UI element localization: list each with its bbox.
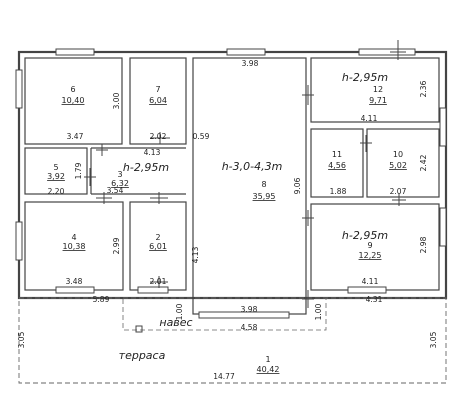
room-area: 10,40 bbox=[62, 96, 85, 105]
room-number: 8 bbox=[261, 180, 266, 189]
window bbox=[137, 286, 169, 294]
dimension-label: 1.79 bbox=[74, 162, 83, 179]
dimension-label: 2.36 bbox=[419, 80, 428, 97]
dimension-label: 4.13 bbox=[144, 148, 161, 157]
canopy-outline bbox=[122, 297, 327, 331]
room-6 bbox=[24, 57, 123, 145]
room-number: 9 bbox=[367, 241, 372, 250]
dimension-label: 5.89 bbox=[93, 295, 110, 304]
room-12 bbox=[310, 57, 440, 123]
window bbox=[347, 286, 387, 294]
room-number: 10 bbox=[393, 150, 403, 159]
room-area: 9,71 bbox=[369, 96, 387, 105]
room-area: 40,42 bbox=[257, 365, 280, 374]
dimension-label: 2.99 bbox=[112, 237, 121, 254]
dimension-label: 4.11 bbox=[362, 277, 379, 286]
terrace-label: терраса bbox=[119, 349, 166, 362]
dimension-label: 3.05 bbox=[429, 331, 438, 348]
dimension-label: 3.98 bbox=[242, 59, 259, 68]
dimension-label: 3.54 bbox=[107, 186, 124, 195]
window bbox=[358, 48, 416, 56]
dimension-label: 4.58 bbox=[241, 323, 258, 332]
room-number: 6 bbox=[70, 85, 75, 94]
ceiling-heights: h-3,0-4,3m h-2,95m h-2,95m h-2,95m bbox=[123, 71, 388, 242]
dimension-labels: 3.98 3.47 2.02 0.59 4.11 4.13 2.20 3.54 … bbox=[17, 59, 438, 381]
room-area: 5,02 bbox=[389, 161, 407, 170]
dimension-label: 1.88 bbox=[330, 187, 347, 196]
dimension-label: 4.31 bbox=[366, 295, 383, 304]
doors bbox=[84, 40, 406, 308]
dimension-label: 2.02 bbox=[150, 132, 167, 141]
height-label-room-3: h-2,95m bbox=[123, 161, 169, 174]
room-number: 12 bbox=[373, 85, 383, 94]
dimension-label: 3.00 bbox=[112, 92, 121, 109]
dimension-label: 2.01 bbox=[150, 277, 167, 286]
window bbox=[55, 48, 95, 56]
room-8 bbox=[192, 57, 307, 315]
room-number: 11 bbox=[332, 150, 342, 159]
window bbox=[439, 207, 447, 247]
height-label-room-9: h-2,95m bbox=[342, 229, 388, 242]
dimension-label: 3.47 bbox=[67, 132, 84, 141]
room-area: 35,95 bbox=[253, 192, 276, 201]
room-area: 6,04 bbox=[149, 96, 167, 105]
dimension-label: 1.00 bbox=[314, 303, 323, 320]
room-area: 3,92 bbox=[47, 172, 65, 181]
dimension-label: 4.13 bbox=[191, 246, 200, 263]
dimension-label: 3.48 bbox=[66, 277, 83, 286]
room-10 bbox=[366, 128, 440, 198]
height-label-room-12: h-2,95m bbox=[342, 71, 388, 84]
room-area: 6,01 bbox=[149, 242, 167, 251]
room-number: 1 bbox=[265, 355, 270, 364]
dimension-label: 4.11 bbox=[361, 114, 378, 123]
room-area: 4,56 bbox=[328, 161, 346, 170]
room-5 bbox=[24, 147, 88, 195]
room-number: 2 bbox=[155, 233, 160, 242]
dimension-label: 0.59 bbox=[193, 132, 210, 141]
room-number: 5 bbox=[53, 163, 58, 172]
room-labels: 6 10,40 7 6,04 8 35,95 12 9,71 5 3,92 3 … bbox=[47, 85, 407, 374]
window bbox=[55, 286, 95, 294]
window bbox=[226, 48, 266, 56]
dimension-label: 2.07 bbox=[390, 187, 407, 196]
canopy-label: навес bbox=[159, 316, 192, 329]
terrace-outline bbox=[18, 297, 447, 384]
dimension-label: 3.98 bbox=[241, 305, 258, 314]
windows bbox=[15, 48, 447, 319]
room-area: 10,38 bbox=[63, 242, 86, 251]
room-area: 6,32 bbox=[111, 179, 129, 188]
dimension-label: 14.77 bbox=[213, 372, 235, 381]
dimension-label: 2.20 bbox=[48, 187, 65, 196]
dimension-label: 2.98 bbox=[419, 236, 428, 253]
room-number: 3 bbox=[117, 170, 122, 179]
window bbox=[15, 221, 23, 261]
room-11 bbox=[310, 128, 364, 198]
room-area: 12,25 bbox=[359, 251, 382, 260]
dimension-label: 2.42 bbox=[419, 154, 428, 171]
dimension-label: 3.05 bbox=[17, 331, 26, 348]
room-7 bbox=[129, 57, 187, 145]
window bbox=[198, 311, 290, 319]
room-number: 4 bbox=[71, 233, 76, 242]
room-number: 7 bbox=[155, 85, 160, 94]
canopy-post bbox=[135, 325, 143, 333]
dimension-label: 9.06 bbox=[293, 177, 302, 194]
dimension-label: 1.00 bbox=[175, 303, 184, 320]
window bbox=[439, 107, 447, 147]
height-label-main: h-3,0-4,3m bbox=[222, 160, 283, 173]
window bbox=[15, 69, 23, 109]
